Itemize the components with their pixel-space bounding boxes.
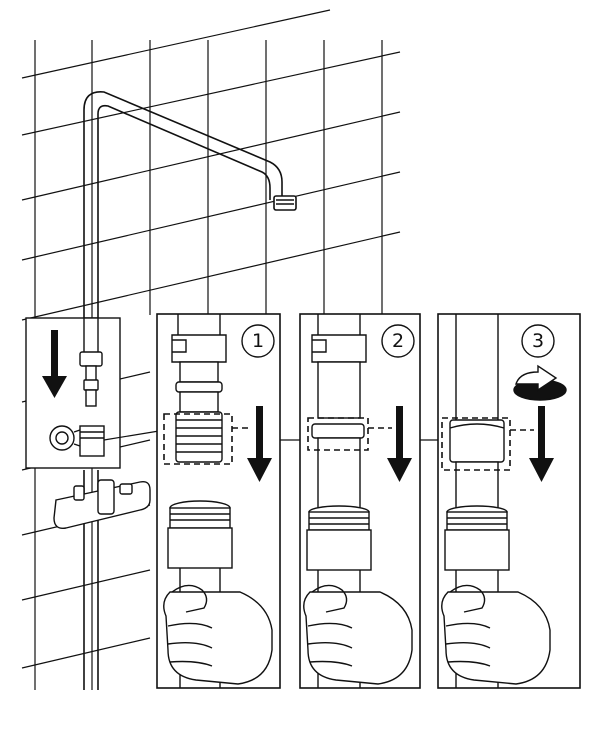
- hand-icon: [163, 584, 273, 685]
- step-panel-2: [299, 313, 421, 689]
- down-arrow-icon: [42, 330, 67, 398]
- down-arrow-icon: [247, 406, 272, 482]
- step-number-badge: [521, 324, 555, 358]
- step-number-badge: [241, 324, 275, 358]
- step-panel-3: [437, 313, 581, 689]
- leader-lines: [103, 429, 438, 441]
- hand-icon: [441, 584, 551, 685]
- rotate-arrow-icon: [513, 364, 567, 401]
- step-number-badge: [381, 324, 415, 358]
- detail-box: [25, 317, 121, 469]
- hand-icon: [303, 584, 413, 685]
- down-arrow-icon: [529, 406, 554, 482]
- step-panel-1: [156, 313, 281, 689]
- down-arrow-icon: [387, 406, 412, 482]
- slider-bracket: [53, 479, 151, 529]
